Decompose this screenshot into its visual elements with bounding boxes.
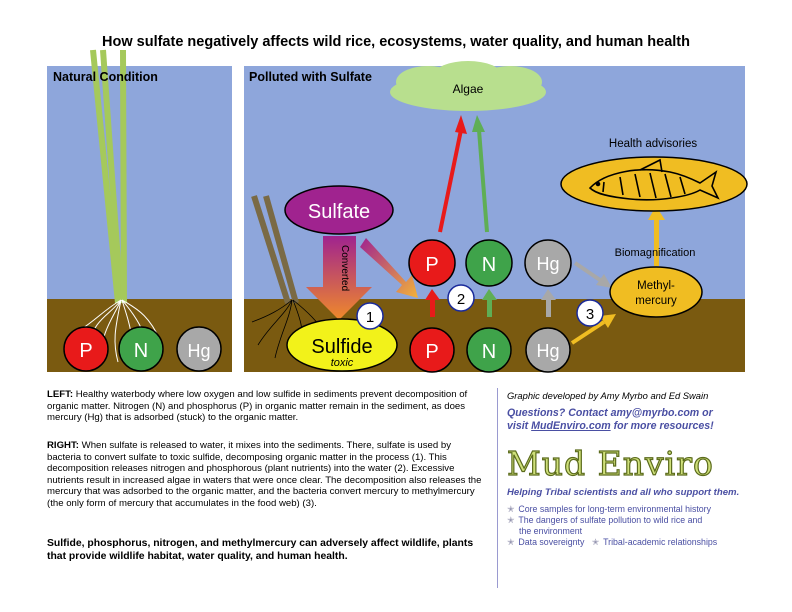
sediment-nitrogen-label: N <box>482 341 496 363</box>
star-icon: ✭ <box>507 515 515 525</box>
credit-text: Graphic developed by Amy Myrbo and Ed Sw… <box>507 390 709 401</box>
arrow-head <box>648 206 665 220</box>
contact-resources: for more resources! <box>610 420 714 432</box>
page-title: How sulfate negatively affects wild rice… <box>102 34 690 50</box>
converted-label: Converted <box>339 245 350 291</box>
contact-visit: visit <box>507 420 532 432</box>
sulfate-diagram: P N Hg Natural Condition Polluted with S… <box>47 49 748 373</box>
left-heading: LEFT: <box>47 389 74 400</box>
mercury-label: Hg <box>187 341 210 361</box>
converted-arrow <box>306 236 372 320</box>
sulfide-ellipse <box>286 318 398 372</box>
sediment-mercury-label: Hg <box>536 341 559 361</box>
sediment-to-methylmercury-arrow <box>570 320 606 345</box>
sediment-mercury-circle <box>525 327 571 373</box>
release-arrows <box>425 289 556 317</box>
mudenviro-link[interactable]: MudEnviro.com <box>531 420 611 432</box>
star-icon: ✭ <box>507 504 515 514</box>
released-phosphorus-label: P <box>425 254 438 276</box>
phosphorus-to-algae-arrow <box>438 129 463 233</box>
step-2-badge <box>447 284 475 312</box>
bullet-text: The dangers of sulfate pollution to wild… <box>518 515 703 525</box>
list-item-continued: the environment <box>519 526 583 536</box>
list-item: ✭Data sovereignty ✭Tribal-academic relat… <box>507 537 787 548</box>
phosphorus-label: P <box>79 340 92 362</box>
summary-text: Sulfide, phosphorus, nitrogen, and methy… <box>47 538 474 562</box>
bullet-text: Core samples for long-term environmental… <box>518 504 712 514</box>
natural-water <box>47 66 232 299</box>
step-1-badge <box>356 302 384 330</box>
nitrogen-label: N <box>134 340 148 362</box>
dead-rice-stem <box>251 195 291 304</box>
sediment-nitrogen-circle <box>466 327 512 373</box>
sulfate-label: Sulfate <box>308 201 370 223</box>
arrow-head <box>596 274 612 288</box>
wild-rice-stem <box>90 49 121 304</box>
polluted-panel: Polluted with Sulfate Algae Sulfate <box>244 61 748 373</box>
sulfide-label: Sulfide <box>311 336 372 358</box>
list-item: ✭The dangers of sulfate pollution to wil… <box>507 515 787 526</box>
sulfate-diagonal-arrow <box>360 238 418 298</box>
contact-line-2: visit MudEnviro.com for more resources! <box>507 420 787 433</box>
released-mercury-circle <box>524 239 572 287</box>
right-body: When sulfate is released to water, it mi… <box>47 440 482 509</box>
mercury-circle <box>176 326 222 372</box>
list-item: ✭Core samples for long-term environmenta… <box>507 504 787 515</box>
mercury-to-methylmercury-arrow <box>573 261 602 282</box>
released-mercury-label: Hg <box>536 254 559 274</box>
released-nitrogen-label: N <box>482 254 496 276</box>
natural-condition-label: Natural Condition <box>53 70 158 84</box>
step-1-label: 1 <box>366 309 374 326</box>
methylmercury-label-1: Methyl- <box>637 280 675 292</box>
health-advisories-label: Health advisories <box>609 138 697 150</box>
mud-enviro-logo: Mud Enviro <box>506 443 714 483</box>
bullet-text: Tribal-academic relationships <box>603 537 718 547</box>
contact-text: Questions? Contact amy@myrbo.com or visi… <box>507 407 787 433</box>
right-heading: RIGHT: <box>47 440 79 451</box>
arrow-head <box>455 115 467 134</box>
dead-rice-stem <box>263 195 299 304</box>
algae-label: Algae <box>453 82 484 96</box>
step-2-label: 2 <box>457 291 465 308</box>
polluted-label: Polluted with Sulfate <box>249 70 372 84</box>
nitrogen-to-algae-arrow <box>477 129 489 233</box>
biomagnification-arrow <box>654 218 659 266</box>
tagline: Helping Tribal scientists and all who su… <box>507 487 740 498</box>
step-3-label: 3 <box>586 306 594 323</box>
bullet-text: Data sovereignty <box>518 537 585 547</box>
right-description: RIGHT: When sulfate is released to water… <box>47 440 487 510</box>
left-description: LEFT: Healthy waterbody where low oxygen… <box>47 389 487 424</box>
algae-cloud: Algae <box>390 61 546 111</box>
toxic-label: toxic <box>331 357 354 369</box>
methylmercury-ellipse <box>609 266 703 318</box>
fish-icon <box>588 158 720 201</box>
sulfate-ellipse <box>284 185 394 235</box>
biomagnification-label: Biomagnification <box>615 247 696 259</box>
star-icon: ✭ <box>591 537 600 547</box>
sediment-phosphorus-circle <box>409 327 455 373</box>
methylmercury-label-2: mercury <box>635 295 677 307</box>
wild-rice-stem <box>100 49 124 304</box>
sediment-phosphorus-label: P <box>425 341 438 363</box>
nitrogen-circle <box>118 326 164 372</box>
released-nitrogen-circle <box>465 239 513 287</box>
arrow-head <box>600 314 616 328</box>
arrow-head <box>472 115 485 132</box>
health-advisory-ellipse <box>560 156 748 212</box>
left-body: Healthy waterbody where low oxygen and l… <box>47 389 468 424</box>
star-icon: ✭ <box>507 537 515 547</box>
step-3-badge <box>576 299 604 327</box>
phosphorus-circle <box>63 326 109 372</box>
sidebar-divider <box>497 388 498 588</box>
bullet-list: ✭Core samples for long-term environmenta… <box>507 504 787 548</box>
natural-panel: P N Hg Natural Condition <box>47 49 232 372</box>
wild-rice-stem <box>120 49 127 304</box>
released-phosphorus-circle <box>408 239 456 287</box>
contact-line-1: Questions? Contact amy@myrbo.com or <box>507 407 713 419</box>
